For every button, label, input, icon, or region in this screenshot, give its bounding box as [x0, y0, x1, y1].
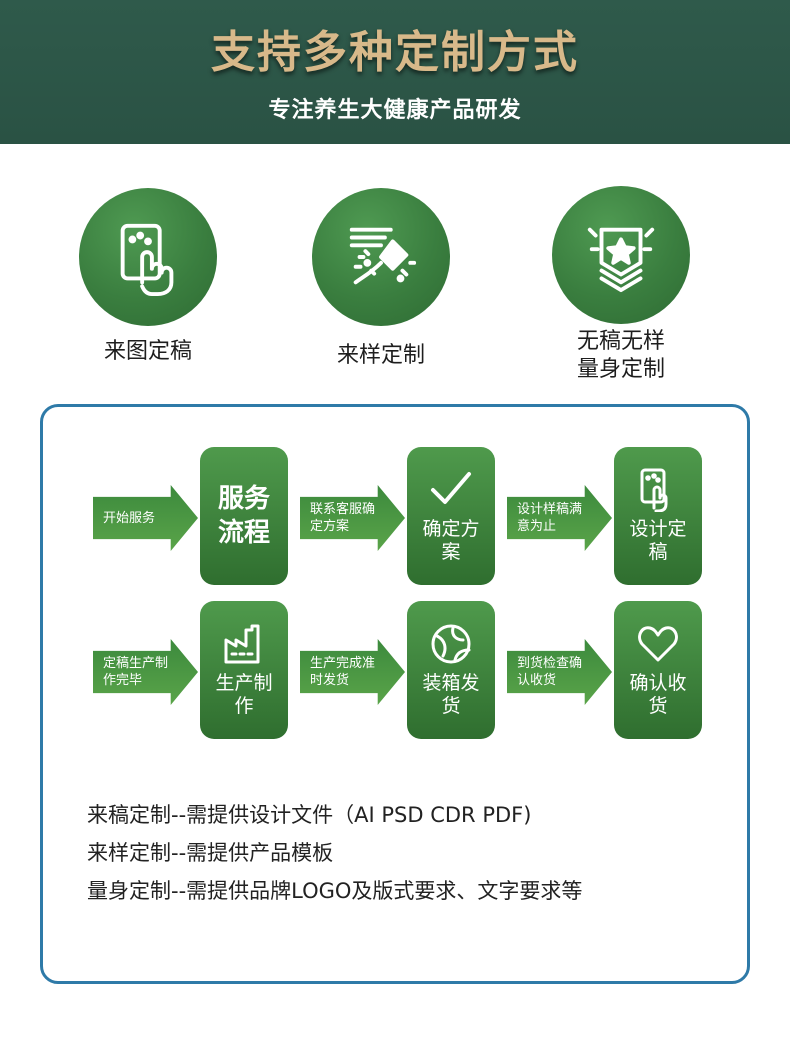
process-box-service-flow: 服务流程 [200, 447, 288, 585]
method-custom: 无稿无样 量身定制 [521, 186, 721, 384]
method-drawing: 来图定稿 [48, 188, 248, 366]
method-circle [552, 186, 690, 324]
globe-icon [431, 624, 471, 664]
star-badge-icon [587, 227, 655, 293]
checkmark-icon [431, 472, 471, 504]
process-arrow: 定稿生产制作完毕 [93, 639, 198, 705]
method-label: 来图定稿 [103, 339, 192, 364]
process-box-production: 生产制作 [200, 601, 288, 739]
sample-spray-icon [349, 227, 417, 285]
page-subtitle: 专注养生大健康产品研发 [268, 98, 522, 123]
method-circle [312, 188, 450, 326]
process-box-receipt: 确认收货 [614, 601, 702, 739]
note-line: 量身定制--需提供品牌LOGO及版式要求、文字要求等 [87, 879, 583, 903]
process-arrow: 生产完成准时发货 [300, 639, 405, 705]
customization-notes: 来稿定制--需提供设计文件（AI PSD CDR PDF) 来样定制--需提供产… [87, 796, 727, 910]
method-circle [79, 188, 217, 326]
header-banner: 支持多种定制方式 专注养生大健康产品研发 [0, 0, 790, 144]
hand-tap-icon [640, 468, 668, 512]
note-line: 来样定制--需提供产品模板 [87, 841, 334, 865]
process-box-packing: 装箱发货 [407, 601, 495, 739]
method-label: 无稿无样 量身定制 [576, 329, 665, 382]
process-box-design-final: 设计定稿 [614, 447, 702, 585]
factory-icon [224, 624, 260, 664]
process-arrow: 开始服务 [93, 485, 198, 551]
process-box-confirm-plan: 确定方案 [407, 447, 495, 585]
method-sample: 来样定制 [281, 188, 481, 370]
process-arrow: 联系客服确定方案 [300, 485, 405, 551]
process-arrow: 到货检查确认收货 [507, 639, 612, 705]
process-arrow: 设计样稿满意为止 [507, 485, 612, 551]
hand-tap-icon [120, 223, 174, 296]
note-line: 来稿定制--需提供设计文件（AI PSD CDR PDF) [87, 803, 532, 827]
process-panel: 开始服务 服务流程 联系客服确定方案 确定方案 设计样稿满意为止 设计定稿 定稿… [40, 404, 750, 984]
heart-icon [638, 626, 678, 662]
page-title: 支持多种定制方式 [211, 27, 579, 78]
method-label: 来样定制 [336, 343, 425, 368]
